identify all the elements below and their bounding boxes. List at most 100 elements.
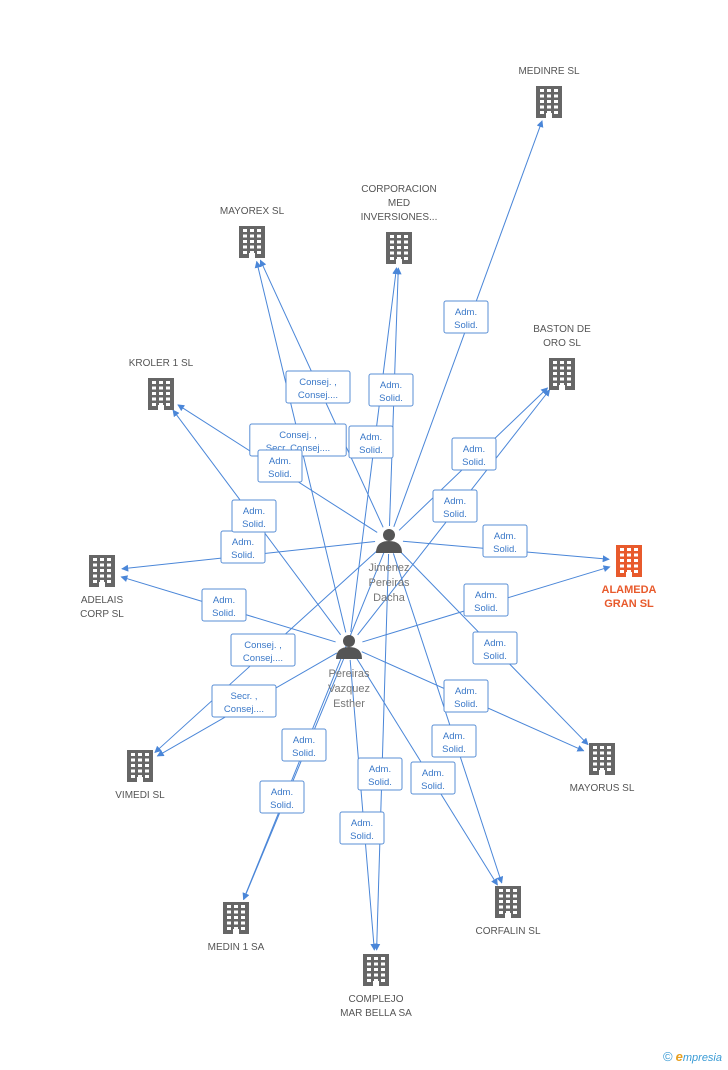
company-label: MEDIN 1 SA [208,942,265,953]
edge-label[interactable]: Adm.Solid. [348,425,394,459]
edge-label[interactable]: Adm.Solid. [231,499,277,533]
edge-label-text: Solid. [212,608,236,619]
edge-label-box [230,633,296,667]
edge-label[interactable]: Adm.Solid. [259,780,305,814]
company-label: GRAN SL [604,598,654,610]
edge-label[interactable]: Adm.Solid. [281,728,327,762]
edge-label-text: Solid. [483,651,507,662]
edge-label-box [410,761,456,795]
company-label: BASTON DE [533,324,591,335]
edge-label-text: Solid. [421,781,445,792]
edge-label-text: Solid. [454,699,478,710]
building-icon [239,226,265,258]
edge-label[interactable]: Adm.Solid. [432,489,478,523]
person-label: Vazquez [328,683,370,695]
edge-label-text: Adm. [271,787,293,798]
edge-label-text: Adm. [475,590,497,601]
building-icon [386,232,412,264]
edge-label[interactable]: Adm.Solid. [443,300,489,334]
edge-label[interactable]: Adm.Solid. [451,437,497,471]
edge-label-text: Solid. [368,777,392,788]
edge-label-box [463,583,509,617]
edge-jimenez-complejo [373,553,390,951]
company-node-kroler[interactable]: KROLER 1 SL [129,358,194,410]
company-label: INVERSIONES... [361,212,438,223]
company-label: ALAMEDA [602,584,657,596]
edge-label-text: Solid. [292,748,316,759]
edge-label[interactable]: Adm.Solid. [482,524,528,558]
building-icon [363,954,389,986]
person-icon [336,635,362,659]
edge-label-text: Adm. [422,768,444,779]
edge-label[interactable]: Adm.Solid. [431,724,477,758]
edge-label[interactable]: Adm. Solid. [357,757,403,791]
edge-label-box [432,489,478,523]
company-node-medin1[interactable]: MEDIN 1 SA [208,902,265,953]
edge-label-box [482,524,528,558]
company-node-mayorex[interactable]: MAYOREX SL [220,206,285,258]
edge-label-text: Adm. [443,731,465,742]
edge-label[interactable]: Secr. ,Consej.... [211,684,277,718]
edge-label-text: Solid. [268,469,292,480]
edge-labels-layer: Adm.Solid.Adm.Solid.Consej. ,Consej....A… [201,300,528,845]
company-label: ORO SL [543,338,581,349]
edge-label-box [443,300,489,334]
edge-label-text: Adm. [494,531,516,542]
company-node-alameda[interactable]: ALAMEDA GRAN SL [602,545,657,610]
company-label: MAYOREX SL [220,206,285,217]
building-icon [495,886,521,918]
edge-label[interactable]: Adm.Solid. [339,811,385,845]
building-icon [616,545,642,577]
edge-label[interactable]: Adm. Solid. [201,588,247,622]
company-label: MEDINRE SL [518,66,580,77]
edge-label[interactable]: Consej. ,Consej.... [285,370,351,404]
edge-label[interactable]: Adm.Solid. [220,530,266,564]
edge-label-text: Consej. , [244,640,282,651]
company-node-corporacion[interactable]: CORPORACIONMEDINVERSIONES... [361,184,438,264]
company-label: KROLER 1 SL [129,358,194,369]
edge-label-text: Consej. , [279,430,317,441]
company-node-vimedi[interactable]: VIMEDI SL [115,750,165,801]
edge-label-text: Adm. [360,432,382,443]
edge-label-text: Secr. , [231,691,258,702]
edge-label-text: Solid. [454,320,478,331]
edge-label[interactable]: Adm. Solid. [463,583,509,617]
company-node-baston[interactable]: BASTON DE ORO SL [533,324,591,390]
edge-label[interactable]: Adm. Solid. [472,631,518,665]
edge-label[interactable]: Adm. Solid. [410,761,456,795]
edge-label-text: Adm. [243,506,265,517]
edge-label-box [443,679,489,713]
person-label: Jimenez [369,562,410,574]
edge-label-text: Adm. [213,595,235,606]
edge-label-text: Adm. [369,764,391,775]
edge-label[interactable]: Consej. ,Consej.... [230,633,296,667]
company-node-medinre[interactable]: MEDINRE SL [518,66,580,118]
footer-brand[interactable]: ©empresia [663,1049,722,1064]
edge-label-box [231,499,277,533]
company-node-corfalin[interactable]: CORFALIN SL [475,886,541,937]
brand-initial: e [675,1049,683,1064]
person-label: Pereiras [329,668,370,680]
edge-label[interactable]: Adm.Solid. [257,449,303,483]
edge-label-box [368,373,414,407]
person-icon [376,529,402,553]
edge-label-text: Consej.... [298,390,338,401]
company-label: MAYORUS SL [570,783,635,794]
edge-label[interactable]: Adm.Solid. [443,679,489,713]
company-node-mayorus[interactable]: MAYORUS SL [570,743,635,794]
edge-label-box [357,757,403,791]
building-icon [549,358,575,390]
edge-label-text: Adm. [484,638,506,649]
building-icon [89,555,115,587]
building-icon [127,750,153,782]
edge-label[interactable]: Adm.Solid. [368,373,414,407]
company-label: CORPORACION [361,184,437,195]
person-label: Esther [333,698,365,710]
edge-label-text: Solid. [474,603,498,614]
edge-pereiras-medin1 [242,658,345,901]
